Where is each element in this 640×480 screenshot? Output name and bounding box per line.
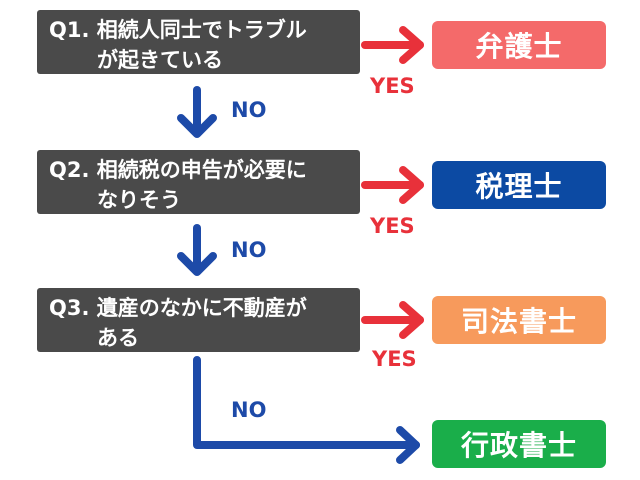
result-box-administrative-scrivener: 行政書士 (432, 420, 606, 468)
result-box-judicial-scrivener: 司法書士 (432, 296, 606, 344)
no-arrow-q1 (177, 86, 217, 138)
question-text-line1: Q2. 相続税の申告が必要に (49, 158, 307, 182)
no-label-q1: NO (231, 98, 267, 122)
yes-label-q3: YES (372, 347, 417, 371)
yes-arrow-q1 (361, 26, 424, 64)
result-label: 税理士 (475, 170, 563, 203)
question-text-line2: が起きている (97, 48, 223, 72)
question-box-q1: Q1. 相続人同士でトラブル が起きている (37, 10, 360, 74)
question-text-line1: Q1. 相続人同士でトラブル (49, 18, 307, 42)
result-box-lawyer: 弁護士 (432, 21, 606, 69)
yes-arrow-q3 (361, 301, 424, 339)
question-box-q3: Q3. 遺産のなかに不動産が ある (37, 288, 360, 352)
result-box-tax-accountant: 税理士 (432, 161, 606, 209)
question-text-line2: なりそう (97, 188, 181, 212)
no-label-q3: NO (231, 398, 267, 422)
question-text-line2: ある (97, 326, 139, 350)
result-label: 弁護士 (475, 30, 563, 63)
result-label: 司法書士 (460, 305, 577, 338)
question-text-line1: Q3. 遺産のなかに不動産が (49, 296, 307, 320)
result-label: 行政書士 (460, 429, 577, 462)
no-label-q2: NO (231, 238, 267, 262)
yes-label-q2: YES (370, 214, 415, 238)
yes-label-q1: YES (370, 74, 415, 98)
no-arrow-q2 (177, 224, 217, 276)
question-box-q2: Q2. 相続税の申告が必要に なりそう (37, 150, 360, 214)
no-arrow-q3 (193, 356, 420, 464)
yes-arrow-q2 (361, 166, 424, 204)
